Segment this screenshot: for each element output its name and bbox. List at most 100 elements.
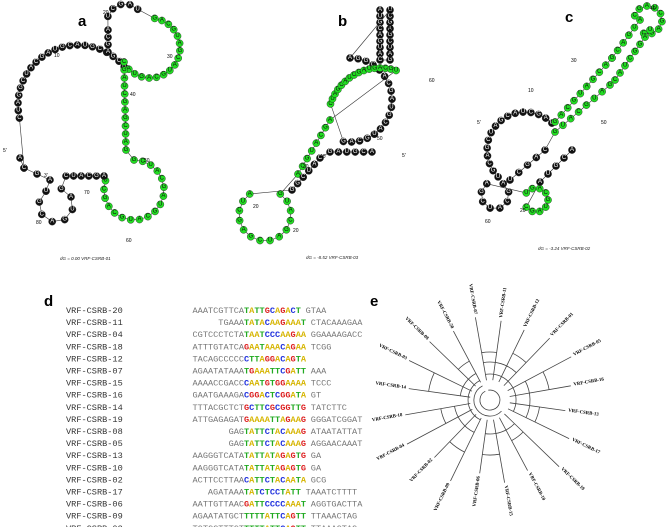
panel-a-num-80: 80 [36, 220, 42, 226]
svg-text:G: G [171, 27, 176, 33]
panel-a-rna-structure: AGCUAGGCUACGAUGCAUGCAGCUAGCAUCGAUGACGUAG… [3, 0, 184, 261]
nucleotide: G [363, 134, 372, 143]
panel-b-caption: dG = -8.52 VRF-CSRB-03 [306, 255, 359, 260]
nucleotide: C [66, 41, 74, 50]
sequence-core: TATTATAGAGTG [244, 451, 306, 461]
nucleotide: C [138, 157, 147, 166]
svg-text:G: G [278, 191, 283, 197]
nucleotide: A [636, 16, 644, 24]
sequence-flank-5: GAG [229, 439, 244, 449]
svg-text:C: C [22, 165, 27, 171]
tree-branch [467, 380, 481, 421]
svg-text:C: C [517, 170, 522, 176]
svg-text:A: A [336, 149, 340, 155]
tree-branch [507, 356, 572, 391]
nucleotide: C [376, 24, 384, 33]
nucleotide: U [387, 103, 396, 112]
nucleotide: A [239, 225, 248, 234]
panel-b-5prime: 5' [402, 153, 406, 159]
nucleotide: G [497, 116, 505, 125]
tree-branch [449, 441, 465, 453]
svg-text:G: G [178, 48, 183, 54]
nucleotide: C [38, 210, 46, 219]
nucleotide: C [121, 122, 130, 130]
svg-text:A: A [333, 91, 337, 97]
svg-text:C: C [288, 218, 293, 224]
svg-text:U: U [307, 168, 311, 174]
svg-text:A: A [173, 62, 177, 68]
svg-text:C: C [318, 155, 323, 161]
sequence-flank-3: GCG [311, 475, 326, 485]
svg-text:G: G [389, 88, 394, 94]
svg-text:G: G [553, 129, 558, 135]
svg-text:U: U [389, 104, 393, 110]
svg-text:U: U [367, 66, 371, 72]
svg-text:G: G [388, 20, 393, 26]
svg-text:U: U [175, 33, 179, 39]
svg-text:A: A [534, 155, 538, 161]
nucleotide: U [559, 121, 567, 130]
svg-text:C: C [21, 78, 26, 84]
nucleotide: G [582, 101, 591, 109]
nucleotide: C [515, 168, 523, 177]
svg-text:C: C [339, 82, 344, 88]
svg-text:G: G [37, 199, 42, 205]
sequence-flank-3: TATCTTC [311, 403, 347, 413]
nucleotide: C [32, 58, 40, 66]
svg-text:C: C [154, 74, 159, 80]
nucleotide: A [641, 33, 649, 41]
svg-text:A: A [348, 55, 352, 61]
svg-text:G: G [364, 58, 369, 64]
tree-branch [408, 388, 471, 398]
nucleotide: A [376, 64, 384, 72]
nucleotide: U [342, 148, 351, 156]
svg-text:C: C [486, 137, 491, 143]
sequence-flank-5: TTTACGCTCT [193, 403, 245, 413]
svg-text:A: A [155, 168, 159, 174]
svg-text:G: G [118, 2, 123, 8]
nucleotide: A [46, 176, 54, 184]
tree-branch [428, 372, 435, 392]
svg-text:G: G [341, 139, 346, 145]
alignment-row: VRF-CSRB-03TGTCCTTTCTTTTTATTCAGTTTTAAACT… [66, 524, 357, 527]
tree-leaf-label: VRF-CSRB-09 [434, 482, 452, 512]
nucleotide: G [625, 31, 633, 40]
nucleotide: C [299, 173, 308, 181]
nucleotide: A [532, 153, 541, 162]
svg-text:A: A [107, 203, 111, 209]
tree-branch [512, 352, 527, 363]
svg-text:G: G [584, 102, 589, 108]
svg-text:C: C [597, 69, 602, 75]
panel-b-num-30: 30 [303, 164, 309, 170]
svg-text:A: A [538, 179, 542, 185]
nucleotide: A [511, 109, 520, 118]
tree-branch [493, 419, 505, 483]
nucleotide: U [69, 172, 78, 180]
tree-leaf-label: VRF-CSRB-02 [409, 458, 434, 484]
svg-text:G: G [106, 42, 111, 48]
tree-branch [534, 406, 540, 423]
svg-text:C: C [378, 26, 383, 32]
nucleotide: A [376, 50, 384, 58]
nucleotide: G [528, 207, 537, 216]
tree-branch [434, 414, 477, 458]
svg-text:G: G [59, 186, 64, 192]
svg-text:G: G [323, 125, 328, 131]
svg-text:G: G [388, 66, 393, 72]
nucleotide: G [159, 70, 168, 79]
tree-branch [479, 389, 501, 411]
svg-text:G: G [378, 20, 383, 26]
tree-branch [454, 406, 475, 433]
sequence-flank-3: CTACAAAGAA [311, 318, 363, 328]
tree-branch [483, 361, 517, 373]
svg-text:A: A [314, 140, 318, 146]
svg-text:A: A [390, 96, 394, 102]
nucleotide: U [494, 173, 502, 181]
nucleotide: G [483, 144, 491, 152]
tree-leaf-label: VRF-CSRB-07 [467, 284, 477, 316]
sequence-core: TTTTATTCAGTT [244, 512, 306, 522]
svg-text:U: U [70, 207, 74, 213]
svg-text:U: U [330, 96, 334, 102]
sequence-name: VRF-CSRB-14 [66, 403, 123, 413]
nucleotide: C [20, 164, 28, 172]
